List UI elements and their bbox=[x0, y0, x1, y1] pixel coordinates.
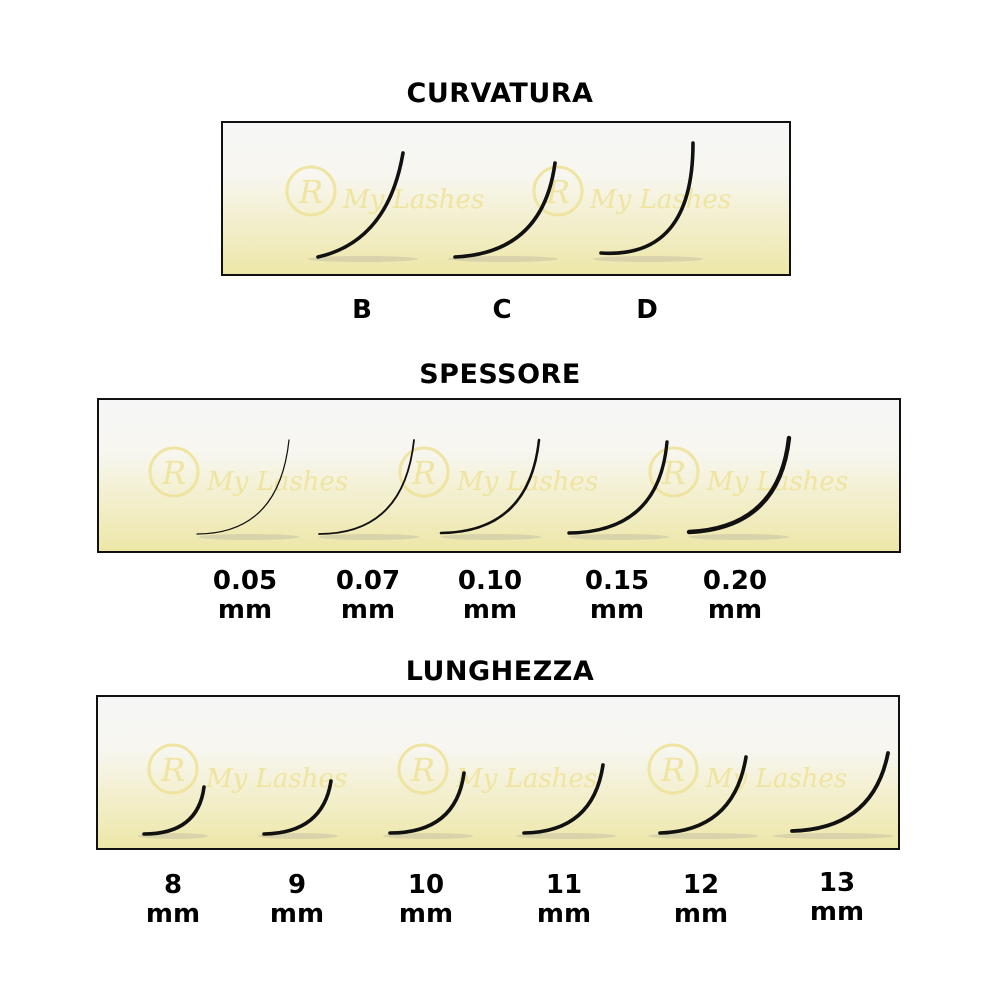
spessore-illustration: R My Lashes R My Lashes R My Lashes bbox=[148, 435, 848, 540]
curvatura-illustration: R My Lashes R My Lashes bbox=[285, 141, 731, 262]
lash-curl-d bbox=[599, 141, 695, 256]
svg-text:R: R bbox=[660, 751, 685, 789]
svg-text:R: R bbox=[411, 454, 436, 492]
svg-text:My Lashes: My Lashes bbox=[206, 467, 348, 497]
spessore-title: SPESSORE bbox=[419, 359, 581, 390]
svg-text:R: R bbox=[410, 751, 435, 789]
curl-label-b: B bbox=[352, 295, 372, 325]
svg-text:My Lashes: My Lashes bbox=[705, 764, 847, 794]
watermark-logo-3: R My Lashes bbox=[648, 446, 848, 498]
watermark-logo-2: R My Lashes bbox=[398, 446, 598, 498]
svg-text:My Lashes: My Lashes bbox=[589, 185, 731, 215]
svg-text:R: R bbox=[298, 173, 323, 211]
curl-label-c: C bbox=[492, 295, 512, 325]
lash-length-8 bbox=[142, 785, 206, 836]
curvatura-title: CURVATURA bbox=[406, 78, 594, 109]
svg-text:R: R bbox=[160, 751, 185, 789]
lash-curl-b bbox=[316, 151, 405, 259]
watermark-logo-3: R My Lashes bbox=[647, 743, 847, 795]
lash-length-12 bbox=[658, 755, 748, 835]
svg-text:My Lashes: My Lashes bbox=[342, 185, 484, 215]
curvatura-panel: R My Lashes R My Lashes bbox=[221, 121, 791, 276]
svg-text:My Lashes: My Lashes bbox=[205, 764, 347, 794]
lash-thickness-015 bbox=[567, 440, 669, 535]
lunghezza-illustration: R My Lashes R My Lashes R My Lashes bbox=[138, 743, 893, 839]
spessore-panel: R My Lashes R My Lashes R My Lashes bbox=[97, 398, 901, 553]
watermark-logo-2: R My Lashes bbox=[532, 165, 731, 217]
lash-thickness-010 bbox=[439, 438, 541, 535]
lash-length-13 bbox=[790, 751, 890, 833]
lash-length-11 bbox=[522, 763, 605, 835]
lunghezza-panel: R My Lashes R My Lashes R My Lashes bbox=[96, 695, 900, 850]
lash-curl-c bbox=[453, 161, 557, 259]
lash-thickness-020 bbox=[686, 435, 792, 535]
svg-text:My Lashes: My Lashes bbox=[455, 764, 597, 794]
watermark-logo-1: R My Lashes bbox=[147, 743, 347, 795]
watermark-logo-2: R My Lashes bbox=[397, 743, 597, 795]
curl-label-d: D bbox=[636, 295, 658, 325]
lunghezza-title: LUNGHEZZA bbox=[405, 656, 595, 687]
lash-length-9 bbox=[262, 779, 333, 836]
lash-thickness-007 bbox=[318, 439, 415, 535]
svg-text:R: R bbox=[161, 454, 186, 492]
watermark-logo-1: R My Lashes bbox=[148, 446, 348, 498]
lash-length-10 bbox=[388, 771, 466, 835]
lash-thickness-005 bbox=[196, 439, 290, 535]
watermark-logo-1: R My Lashes bbox=[285, 165, 484, 217]
